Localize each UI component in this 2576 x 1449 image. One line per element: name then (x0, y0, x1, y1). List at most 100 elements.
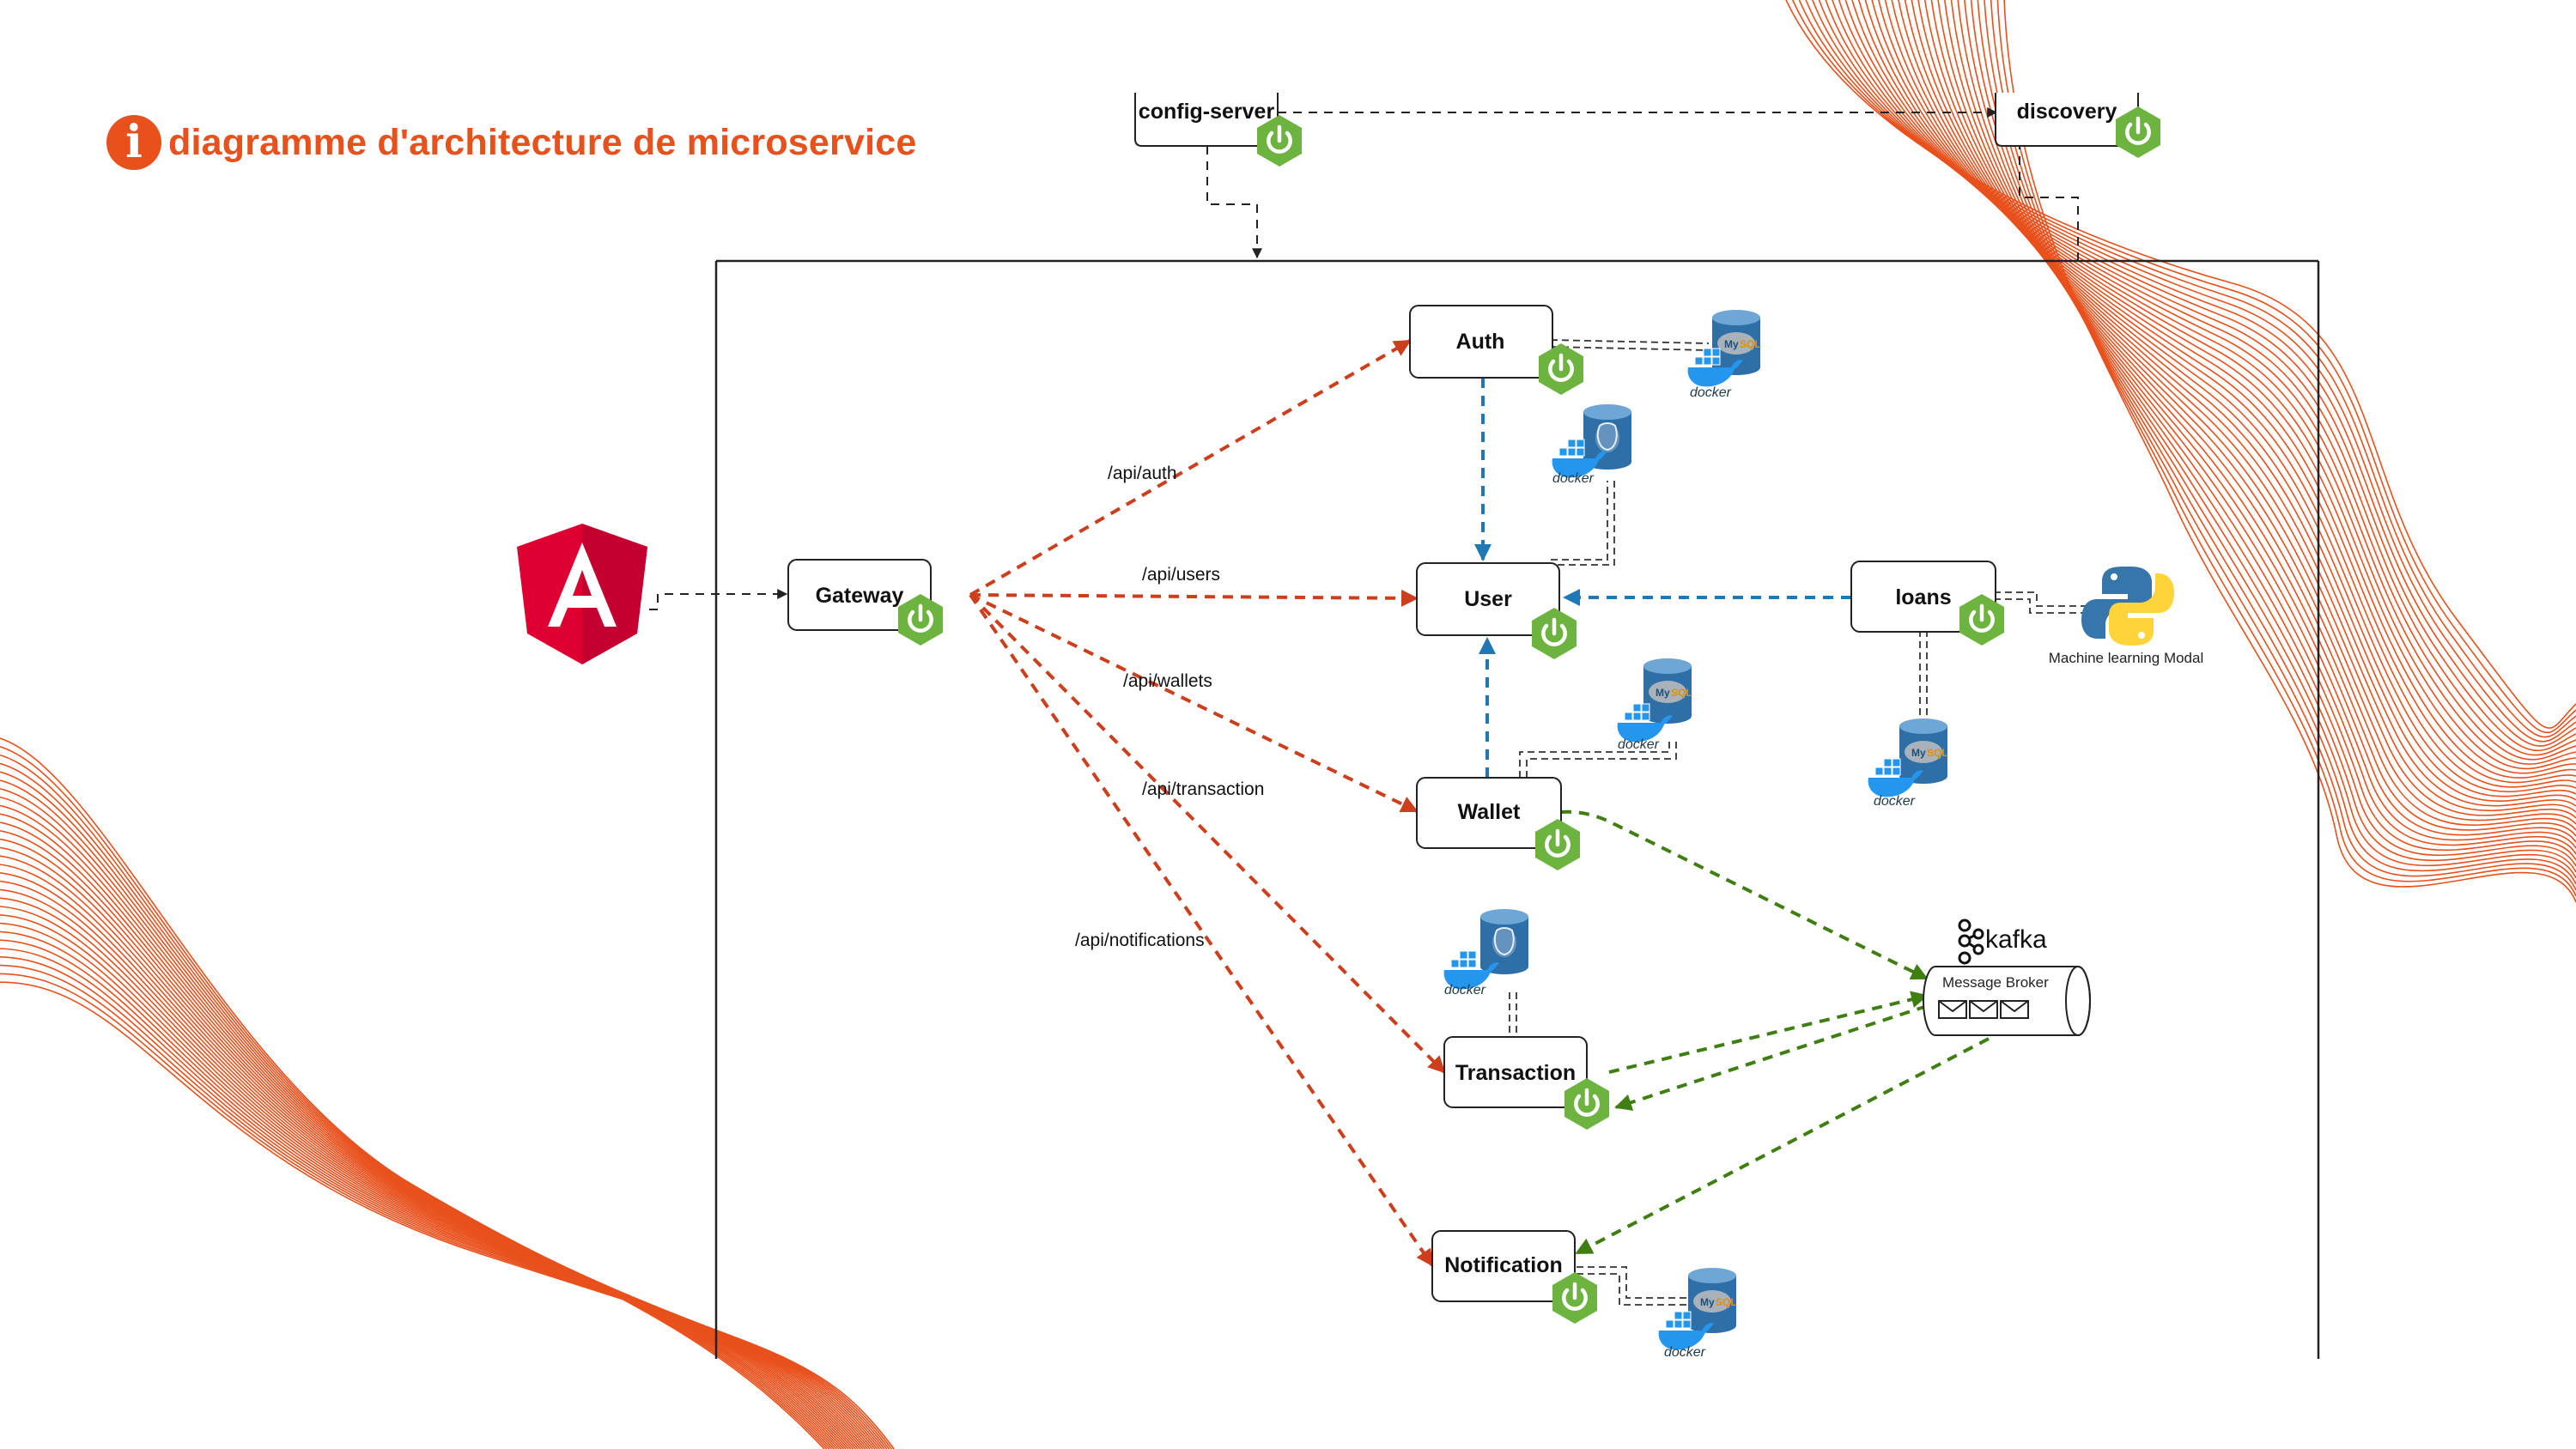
wave-line (0, 838, 854, 1449)
route-label-wallets: /api/wallets (1123, 671, 1212, 691)
wave-line (0, 897, 871, 1449)
wave-line (0, 922, 878, 1449)
config-to-system-link (1206, 146, 1262, 259)
route-labels: /api/auth /api/users /api/wallets /api/t… (1075, 464, 1264, 950)
kafka-name: kafka (1985, 925, 2047, 954)
mysql-database-icon (1899, 718, 1948, 784)
message-broker-label: Message Broker (1942, 974, 2049, 991)
transaction-to-kafka-event (1608, 991, 1929, 1074)
wave-line (1930, 0, 2576, 837)
wave-line (0, 746, 828, 1449)
kafka-to-transaction-event (1614, 1004, 1928, 1111)
machine-learning-model: Machine learning Modal (2049, 567, 2204, 666)
gateway-routes (969, 339, 1446, 1267)
wave-line (0, 813, 847, 1449)
user-postgres-database: docker (1552, 403, 1632, 486)
route-label-auth: /api/auth (1108, 464, 1177, 483)
wallet-to-kafka-event (1560, 809, 1929, 980)
wave-line (0, 964, 890, 1449)
wave-line (0, 880, 866, 1449)
user-label: User (1464, 587, 1512, 611)
docker-label: docker (1444, 983, 1486, 997)
transaction-postgres-database: docker (1443, 908, 1529, 997)
notification-mysql-database: docker (1658, 1268, 1737, 1360)
gateway-node[interactable]: Gateway (787, 559, 943, 646)
route-label-notifications: /api/notifications (1075, 931, 1205, 950)
loans-label: loans (1895, 585, 1951, 609)
wave-line (1944, 0, 2576, 849)
docker-label: docker (1552, 471, 1595, 486)
loans-node[interactable]: loans (1850, 561, 2004, 646)
wallet-label: Wallet (1458, 800, 1521, 824)
wave-line (1937, 0, 2576, 843)
loans-mysql-database: docker (1868, 718, 1948, 809)
angular-logo-icon (517, 524, 647, 664)
route-line-auth (969, 339, 1412, 597)
wave-line (0, 796, 842, 1449)
wave-line (1964, 0, 2576, 867)
auth-mysql-database: docker (1687, 310, 1761, 400)
wave-line (1838, 0, 2576, 765)
docker-label: docker (1664, 1345, 1706, 1360)
page-title: diagramme d'architecture de microservice (168, 121, 917, 163)
auth-node[interactable]: Auth (1409, 305, 1583, 395)
wave-line (1857, 0, 2576, 779)
wave-line (0, 754, 830, 1449)
config-server-node[interactable]: config-server (1134, 93, 1302, 167)
route-label-users: /api/users (1142, 565, 1220, 585)
wave-line (1904, 0, 2576, 813)
kafka-events (1560, 809, 1990, 1255)
user-node[interactable]: User (1416, 562, 1577, 659)
discovery-label: discovery (2017, 100, 2117, 124)
route-line-transaction (969, 593, 1446, 1074)
wave-line (1844, 0, 2576, 770)
wave-line (1898, 0, 2576, 807)
wave-line (1984, 0, 2576, 885)
ml-model-label: Machine learning Modal (2049, 650, 2204, 666)
route-line-users (969, 589, 1419, 607)
wave-line (0, 822, 849, 1449)
wave-line (1923, 0, 2576, 831)
kafka-message-broker[interactable]: kafka Message Broker (1923, 919, 2091, 1036)
wave-line (0, 855, 859, 1449)
gateway-label: Gateway (816, 584, 904, 608)
transaction-node[interactable]: Transaction (1443, 1036, 1609, 1130)
wallet-node[interactable]: Wallet (1416, 777, 1580, 870)
wave-line (0, 872, 864, 1449)
wave-line (1950, 0, 2576, 855)
config-server-label: config-server (1139, 100, 1275, 124)
route-label-transaction: /api/transaction (1142, 779, 1264, 799)
wave-line (0, 981, 895, 1449)
discovery-node[interactable]: discovery (1995, 93, 2160, 158)
wave-line (1970, 0, 2576, 873)
wave-line (1825, 0, 2576, 756)
wave-line (1977, 0, 2576, 879)
wave-line (0, 931, 881, 1449)
notification-label: Notification (1444, 1253, 1563, 1277)
wave-line (0, 804, 844, 1449)
wave-line (0, 888, 869, 1449)
notification-node[interactable]: Notification (1431, 1230, 1597, 1324)
kafka-logo-icon (1958, 919, 1984, 965)
wave-line (1891, 0, 2576, 802)
docker-label: docker (1690, 385, 1732, 400)
angular-to-gateway-link (649, 589, 788, 610)
wave-line (0, 906, 873, 1449)
database-links (1509, 339, 2095, 1306)
wave-line (1864, 0, 2576, 784)
wave-line (0, 779, 837, 1449)
python-logo-icon (2081, 567, 2174, 646)
docker-label: docker (1618, 737, 1660, 752)
wave-line (1884, 0, 2576, 797)
wave-line (0, 830, 852, 1449)
wave-line (0, 939, 883, 1449)
wave-line (1911, 0, 2576, 819)
wave-line (0, 948, 885, 1449)
system-to-discovery-link (2014, 136, 2079, 261)
wave-line (0, 914, 876, 1449)
wave-line (0, 737, 825, 1449)
auth-label: Auth (1456, 330, 1505, 354)
wave-line (0, 973, 893, 1449)
route-line-notifications (969, 593, 1434, 1267)
